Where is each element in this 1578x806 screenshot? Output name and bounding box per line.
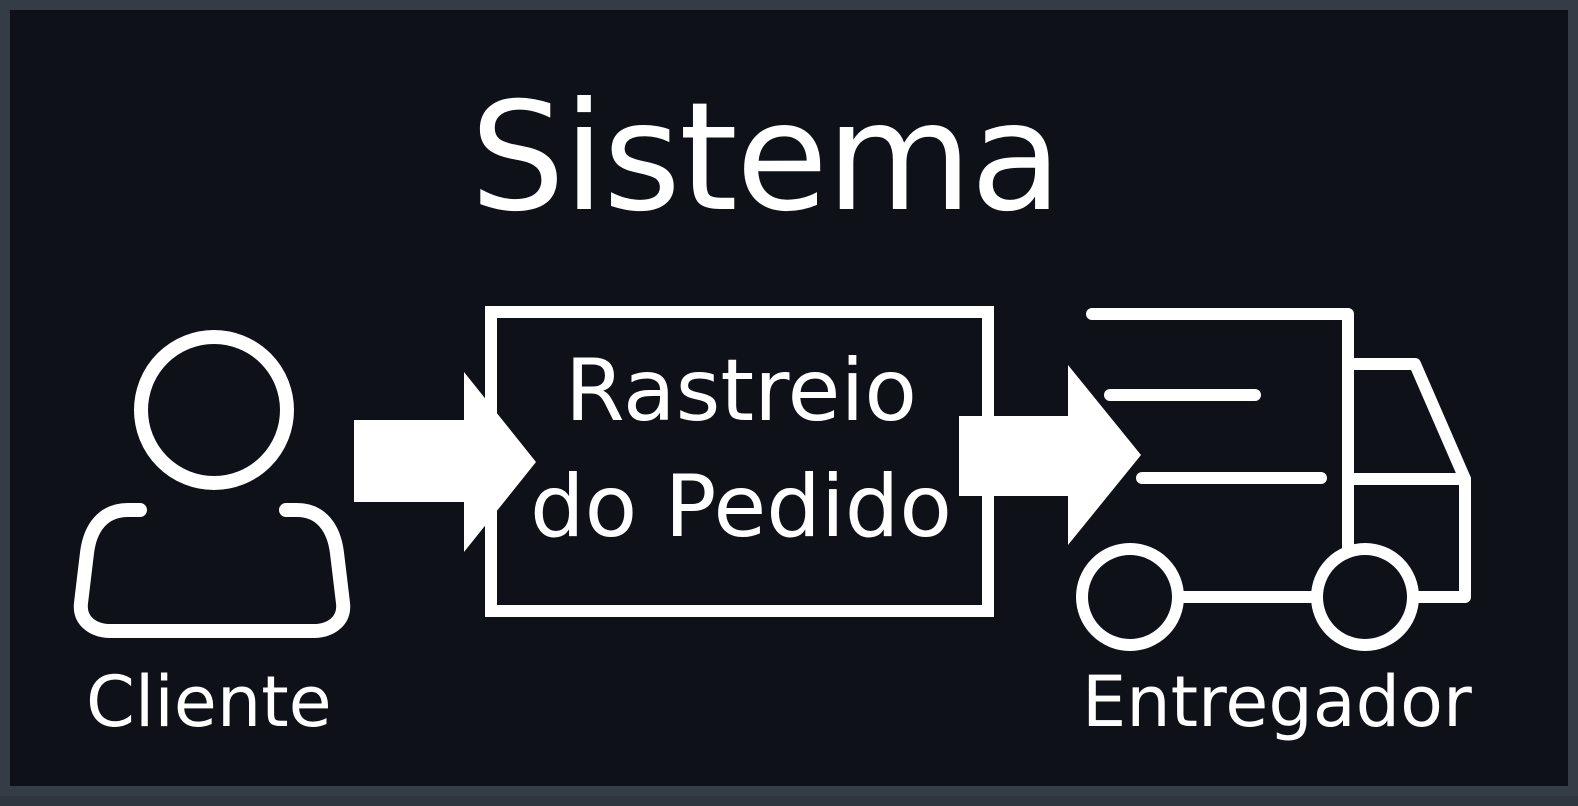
- process-label-line-2: do Pedido: [530, 457, 952, 557]
- diagram-title: Sistema: [470, 71, 1062, 245]
- person-icon: [73, 330, 351, 638]
- person-shoulders: [73, 503, 351, 638]
- courier-label: Entregador: [1082, 661, 1472, 743]
- client-label: Cliente: [86, 661, 332, 743]
- process-label: Rastreio do Pedido: [496, 333, 986, 565]
- front-wheel: [1311, 543, 1419, 651]
- person-head: [134, 330, 294, 490]
- rear-wheel: [1076, 543, 1184, 651]
- process-label-line-1: Rastreio: [565, 341, 917, 441]
- arrow-process-to-courier: [959, 365, 1141, 545]
- delivery-truck-icon: [1076, 308, 1471, 651]
- truck-cargo-body: [1086, 308, 1354, 554]
- diagram-shapes: [73, 306, 1471, 651]
